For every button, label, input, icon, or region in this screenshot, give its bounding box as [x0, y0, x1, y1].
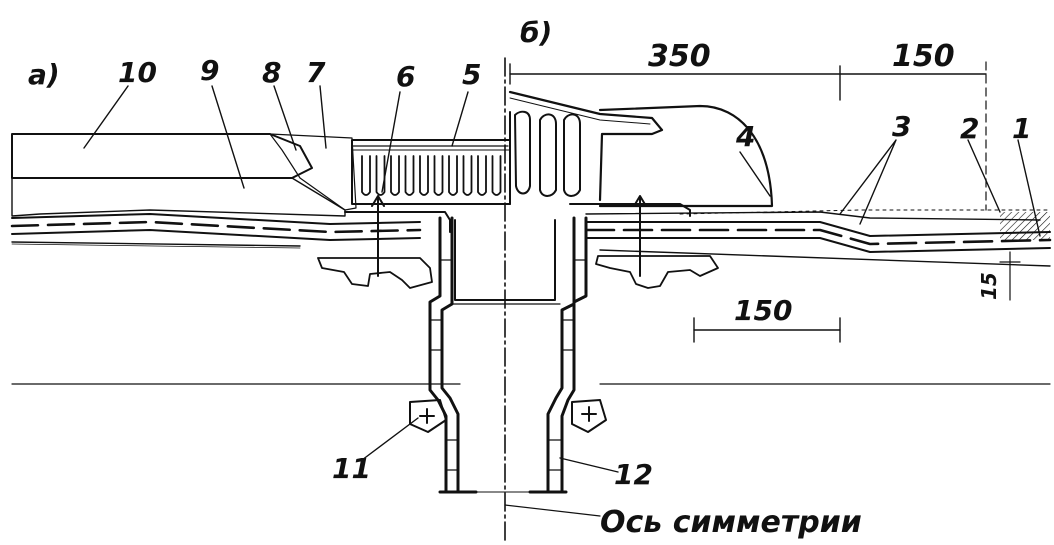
roof-slab-outline — [11, 241, 301, 249]
callout-10: 10 — [118, 56, 157, 89]
panel-label-b: б) — [520, 16, 552, 49]
waterproofing-membrane-left — [10, 213, 422, 241]
dimension-15 — [999, 251, 1021, 301]
pipe-clamp-left — [409, 399, 447, 433]
pipe-clamp-right — [571, 399, 607, 433]
symmetry-axis-label: Ось симметрии — [600, 505, 862, 540]
protective-concrete-layer — [11, 133, 313, 179]
symmetry-axis — [469, 57, 601, 541]
callout-9: 9 — [200, 54, 219, 87]
dimension-350-label: 350 — [648, 39, 711, 74]
callout-1: 1 — [1012, 112, 1031, 145]
sand-layer — [11, 177, 346, 217]
callout-12: 12 — [614, 458, 653, 491]
callout-7: 7 — [306, 56, 326, 89]
drain-grate — [351, 139, 511, 205]
callout-6: 6 — [396, 60, 415, 93]
grate-slot — [477, 155, 487, 196]
clamp-bolt-right — [633, 195, 647, 277]
callout-3: 3 — [892, 110, 911, 143]
callout-8: 8 — [262, 56, 281, 89]
callout-11: 11 — [332, 452, 371, 485]
grate-slot — [419, 155, 429, 196]
callout-4: 4 — [735, 120, 755, 153]
drain-flange-right — [569, 203, 719, 289]
dimension-150-top — [839, 61, 987, 211]
clamp-bolt-left — [371, 195, 385, 277]
dimension-150-top-label: 150 — [892, 39, 955, 74]
gravel-filter-layer — [269, 133, 357, 211]
drain-flange-left — [317, 211, 451, 289]
drain-cap-hood — [508, 90, 664, 205]
waterproofing-membrane-right — [584, 209, 1052, 253]
grate-slot — [375, 155, 386, 196]
grate-slot — [433, 155, 444, 196]
grate-slot — [390, 155, 400, 196]
callout-2: 2 — [960, 112, 979, 145]
dimension-15-label: 15 — [977, 272, 1001, 300]
grate-slot — [491, 155, 502, 196]
panel-label-a: а) — [28, 58, 60, 91]
grate-slot — [361, 155, 371, 196]
dimension-350 — [509, 63, 841, 101]
dimension-150-mid — [693, 317, 841, 343]
dimension-150-mid-label: 150 — [734, 294, 792, 327]
drain-funnel-body — [428, 216, 588, 494]
right-slab-outline — [11, 249, 1051, 385]
grate-slot — [404, 155, 415, 196]
leaf-guard — [598, 104, 774, 208]
callout-5: 5 — [462, 58, 481, 91]
grate-slot — [462, 155, 473, 196]
grate-slot — [448, 155, 458, 196]
leader-lines — [83, 85, 1041, 473]
